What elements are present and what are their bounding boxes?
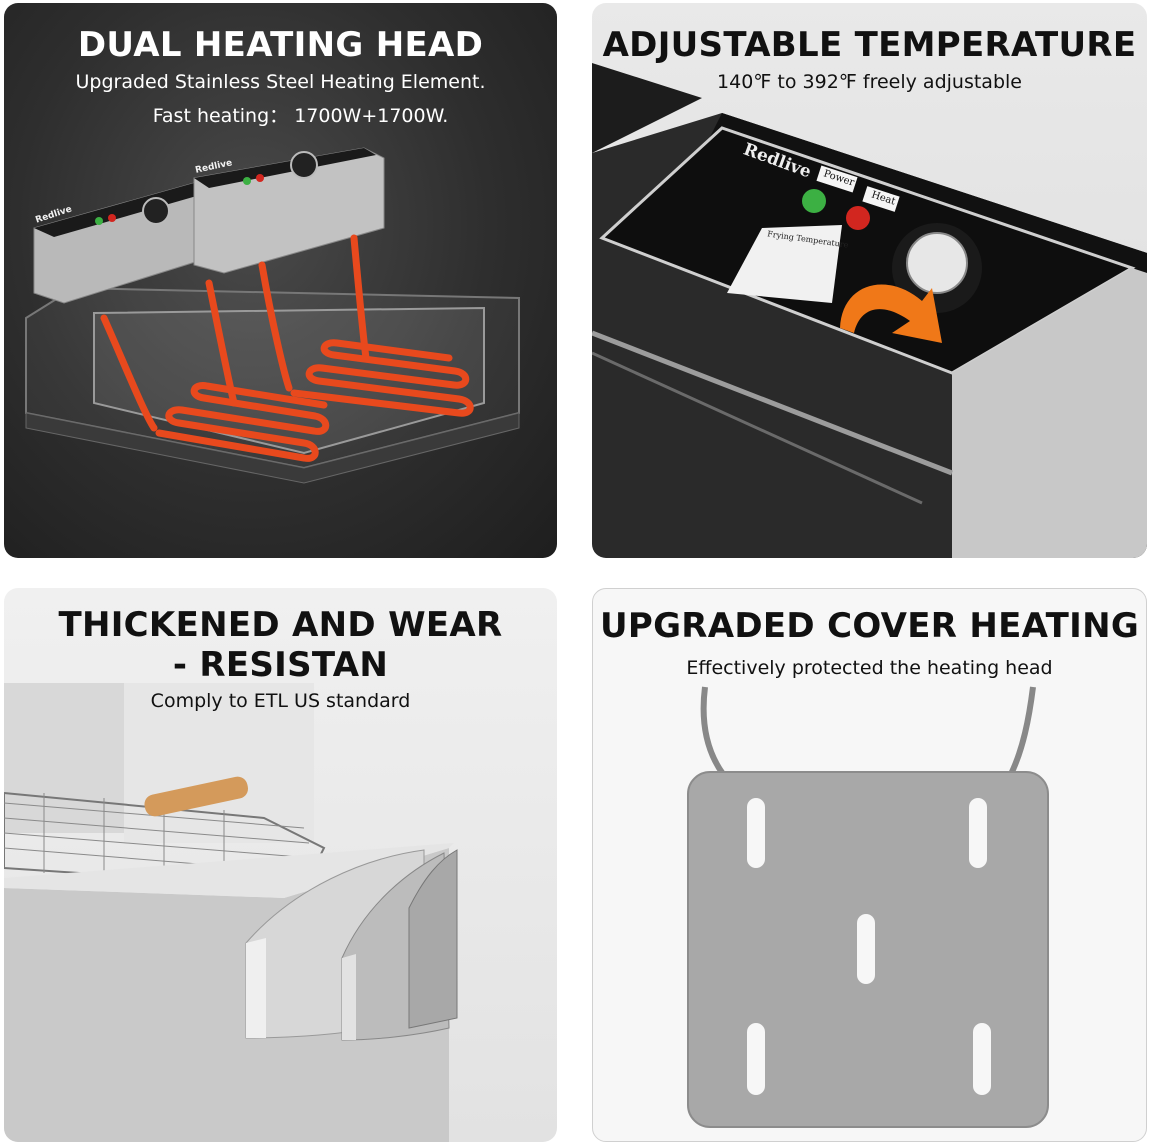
- fryer-basket-illustration: [4, 683, 458, 1142]
- panel-subtitle-line2: Fast heating： 1700W+1700W.: [152, 105, 449, 127]
- panel-title: UPGRADED COVER HEATING: [599, 606, 1140, 646]
- cover-plate-illustration: [687, 686, 1049, 1128]
- panel-subtitle-line1: Upgraded Stainless Steel Heating Element…: [75, 71, 486, 93]
- power-led-icon: [802, 189, 826, 213]
- panel-subtitle-line1: Effectively protected the heating head: [686, 657, 1053, 679]
- heating-element-illustration: [25, 147, 520, 484]
- upgraded-cover-heating-panel: UPGRADED COVER HEATING Effectively prote…: [592, 588, 1147, 1142]
- control-head-right: [193, 147, 385, 274]
- panel-subtitle-line1: Comply to ETL US standard: [150, 690, 411, 712]
- control-head-left: [33, 182, 225, 304]
- panel-title: DUAL HEATING HEAD: [77, 25, 484, 65]
- dual-heating-head-panel: DUAL HEATING HEAD Upgraded Stainless Ste…: [4, 3, 557, 558]
- panel-title-line1: THICKENED AND WEAR: [58, 605, 503, 645]
- control-panel-illustration: [592, 63, 1147, 558]
- thickened-wear-resistant-panel: THICKENED AND WEAR - RESISTAN Comply to …: [4, 588, 557, 1142]
- adjustable-temperature-panel: ADJUSTABLE TEMPERATURE 140℉ to 392℉ free…: [592, 3, 1147, 558]
- heat-led-icon: [846, 206, 870, 230]
- panel-title: ADJUSTABLE TEMPERATURE: [602, 25, 1137, 65]
- panel-subtitle-line1: 140℉ to 392℉ freely adjustable: [717, 71, 1022, 93]
- heating-coils: [100, 234, 474, 462]
- panel-title-line2: - RESISTAN: [172, 645, 389, 685]
